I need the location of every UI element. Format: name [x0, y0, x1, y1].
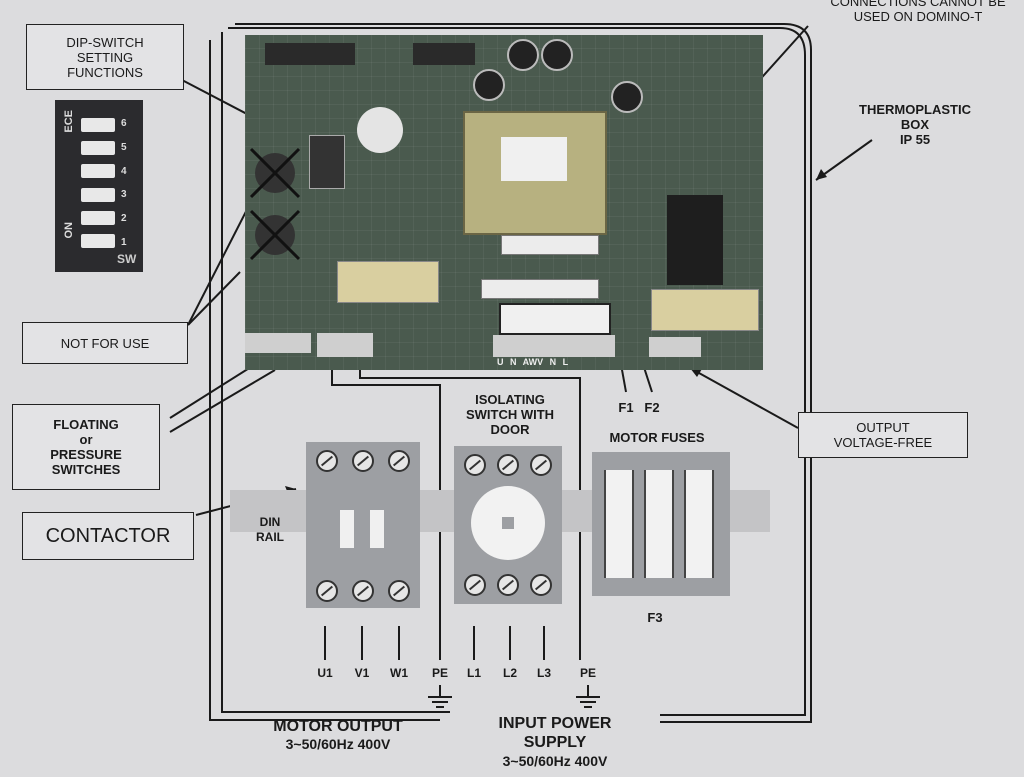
motor-output-title: MOTOR OUTPUT [273, 718, 403, 735]
relay-left [337, 261, 439, 303]
dip-toggle [81, 164, 115, 179]
terminal-label-l2: L2 [502, 666, 517, 680]
output-voltage-free-label: OUTPUT VOLTAGE-FREE [798, 412, 968, 458]
terminal-label-pe-motor: PE [431, 666, 448, 680]
screw-icon [352, 450, 374, 472]
screw-icon [388, 450, 410, 472]
dip-brand-label: ECE [63, 110, 75, 133]
f3-label: F3 [647, 610, 663, 625]
screw-icon [316, 450, 338, 472]
screw-icon [530, 574, 552, 596]
relay-right [651, 289, 759, 331]
screw-icon [464, 574, 486, 596]
terminal-block-power [493, 335, 615, 357]
f2-label: F2 [644, 400, 660, 415]
terminal-block-floating [245, 333, 311, 353]
dip-switch-functions-label: DIP-SWITCH SETTING FUNCTIONS [26, 24, 184, 90]
floating-switches-label: FLOATING or PRESSURE SWITCHES [12, 404, 160, 490]
input-power-title: INPUT POWER SUPPLY [498, 715, 612, 751]
contactor-window [340, 510, 354, 548]
black-coil [667, 195, 723, 285]
dip-number: 6 [121, 118, 127, 129]
dip-switch-closeup: ECE ON SW 6 5 4 3 2 1 [55, 100, 143, 272]
dip-toggle [81, 118, 115, 132]
buzzer [357, 107, 403, 153]
screw-icon [530, 454, 552, 476]
capacitor [541, 39, 573, 71]
dip-switch-bank [81, 118, 115, 248]
cross-out-marks [249, 147, 301, 261]
fuse-f1 [501, 235, 599, 255]
terminal-label-l1: L1 [466, 666, 481, 680]
screw-icon [464, 454, 486, 476]
fuse-cartridge [644, 470, 674, 578]
screw-icon [316, 580, 338, 602]
terminal-label-pe-input: PE [579, 666, 596, 680]
dip-sw-label: SW [117, 252, 137, 266]
terminal-label-w1: W1 [390, 666, 408, 680]
capacitor [473, 69, 505, 101]
dip-number: 2 [121, 213, 127, 225]
dip-on-label: ON [63, 222, 75, 239]
knob-center [502, 517, 514, 529]
motor-fuses-label: MOTOR FUSES [609, 430, 705, 445]
isolating-switch-label: ISOLATING SWITCH WITH DOOR [465, 392, 555, 437]
motor-fuses-module [592, 452, 730, 596]
dip-toggle [81, 233, 115, 248]
connections-note: CONNECTIONS CANNOT BE USED ON DOMINO-T [830, 0, 1006, 24]
dip-toggle [81, 141, 115, 156]
dip-number: 1 [121, 236, 127, 248]
screw-icon [497, 574, 519, 596]
terminal-label-l3: L3 [536, 666, 551, 680]
screw-icon [388, 580, 410, 602]
terminal-label-u1: U1 [317, 666, 333, 680]
pcb-board: U N AWV N L [245, 35, 763, 370]
isolating-switch-module [454, 446, 562, 604]
dip-number: 4 [121, 165, 127, 177]
f1-label: F1 [618, 400, 634, 415]
transformer-label [501, 137, 567, 181]
input-power-spec: 3~50/60Hz 400V [502, 753, 608, 769]
fuse-cartridge [604, 470, 634, 578]
terminal-strip-label: U N AWV N L [497, 357, 569, 367]
screw-icon [497, 454, 519, 476]
capacitor [611, 81, 643, 113]
fuse-holder [499, 303, 611, 335]
dip-switch-on-board [309, 135, 345, 189]
screw-icon [352, 580, 374, 602]
thermoplastic-box-label: THERMOPLASTIC BOX IP 55 [859, 102, 971, 147]
dip-number: 5 [121, 141, 127, 153]
dip-number: 3 [121, 189, 127, 201]
connector-header-right [413, 43, 475, 65]
not-for-use-label: NOT FOR USE [22, 322, 188, 364]
fuse-f2 [481, 279, 599, 299]
terminal-label-v1: V1 [354, 666, 370, 680]
dip-number-column: 6 5 4 3 2 1 [121, 118, 127, 248]
dip-toggle [81, 187, 115, 202]
terminal-block-output [649, 337, 701, 357]
motor-output-spec: 3~50/60Hz 400V [285, 736, 391, 752]
contactor-module [306, 442, 420, 608]
contactor-label: CONTACTOR [22, 512, 194, 560]
din-rail-label: DIN RAIL [256, 515, 284, 544]
contactor-window [370, 510, 384, 548]
terminal-block-mid [317, 333, 373, 357]
connector-header-left [265, 43, 355, 65]
transformer [463, 111, 607, 235]
dip-toggle [81, 210, 115, 225]
rotary-knob-icon [471, 486, 545, 560]
capacitor [507, 39, 539, 71]
fuse-cartridge [684, 470, 714, 578]
